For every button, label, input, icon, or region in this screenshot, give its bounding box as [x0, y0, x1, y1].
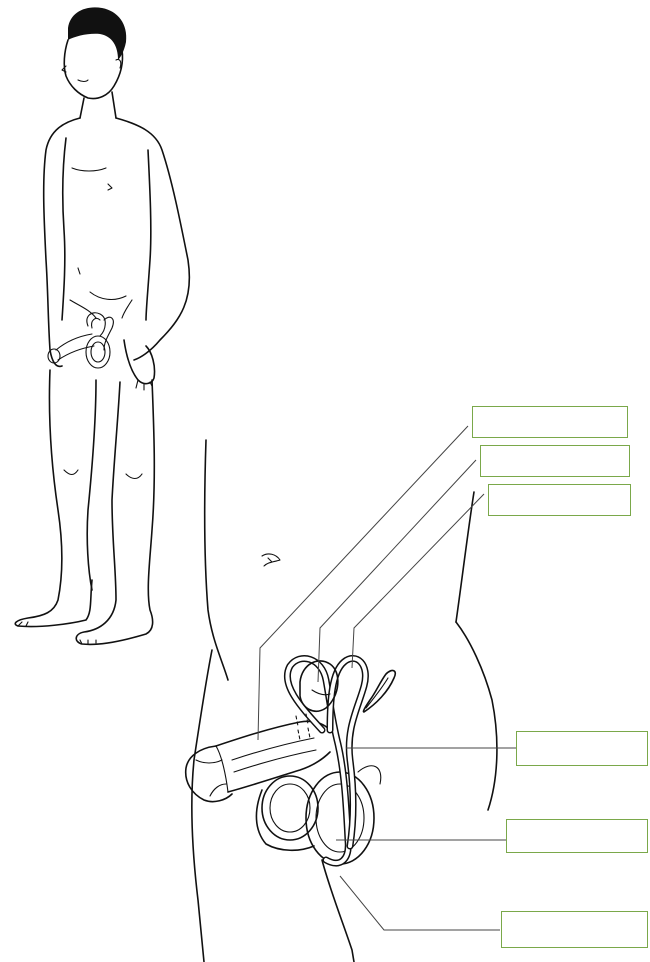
leader-3 — [352, 494, 484, 668]
head — [64, 40, 122, 99]
thigh-right — [322, 860, 354, 962]
mini-organs — [48, 313, 113, 368]
torso-left-outline — [205, 440, 228, 680]
navel — [262, 554, 280, 566]
hair — [68, 7, 126, 60]
torso-right-outline — [456, 492, 474, 622]
right-shoulder-arm — [116, 118, 189, 360]
label-box-4[interactable] — [516, 731, 648, 766]
full-body-figure — [15, 7, 189, 644]
label-box-6[interactable] — [501, 911, 648, 948]
leader-6 — [340, 876, 500, 930]
label-box-5[interactable] — [506, 819, 648, 853]
label-box-1[interactable] — [472, 406, 628, 438]
leader-2 — [318, 460, 476, 682]
closeup-diagram — [186, 426, 516, 962]
thigh-left — [192, 650, 212, 962]
label-box-3[interactable] — [488, 484, 631, 516]
left-shoulder-arm — [44, 118, 80, 366]
left-leg — [15, 370, 92, 627]
label-box-2[interactable] — [480, 445, 630, 477]
